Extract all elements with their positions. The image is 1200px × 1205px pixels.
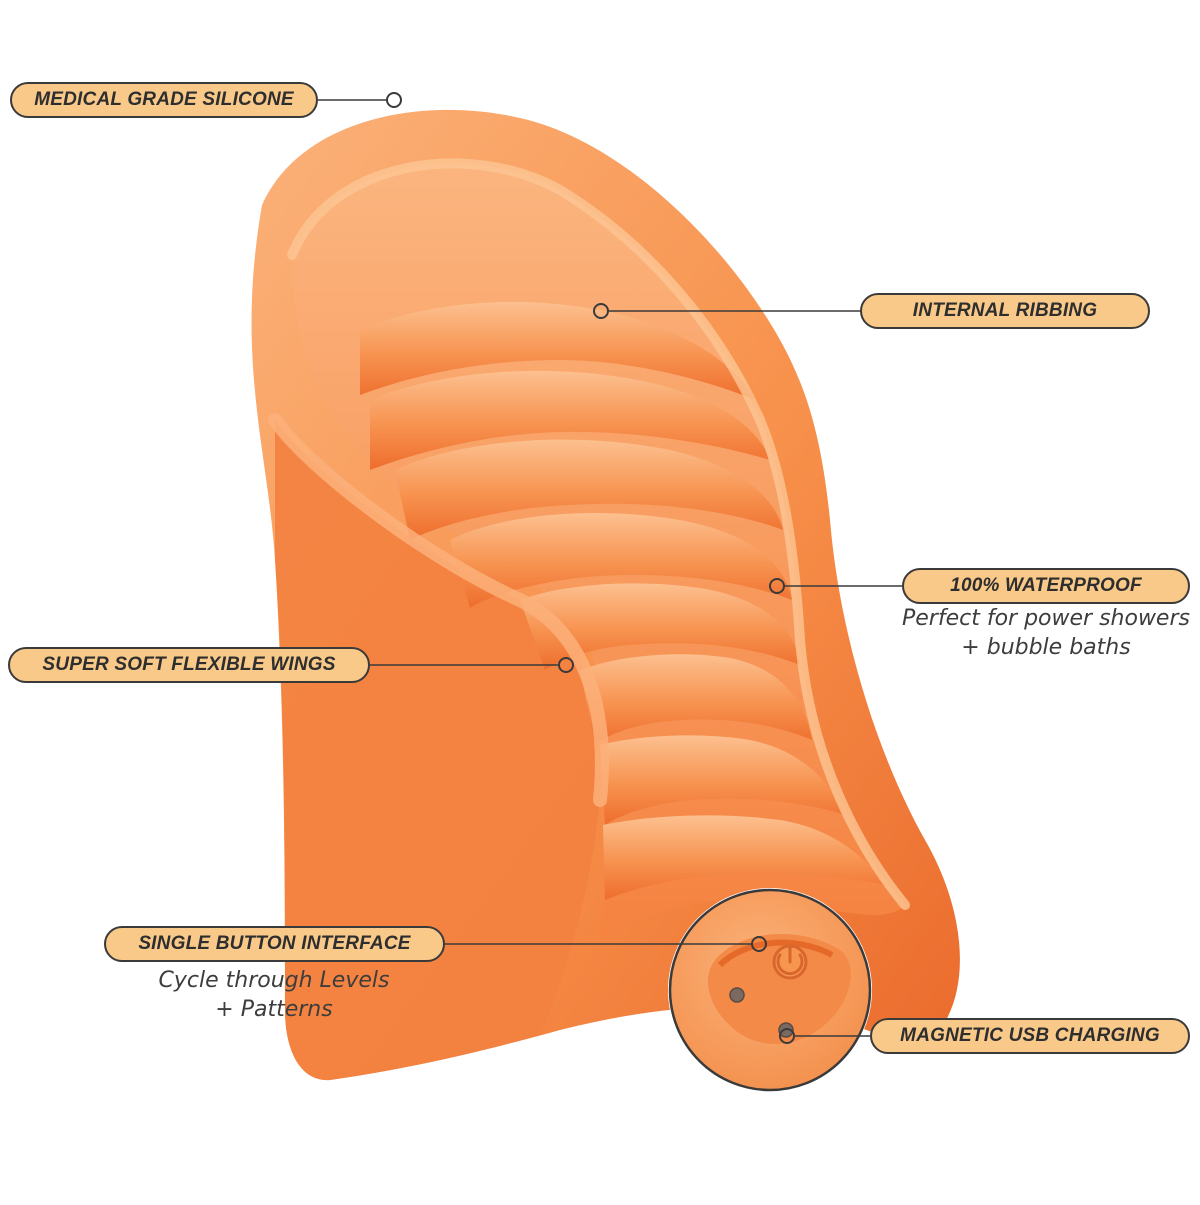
- callout-single-button-interface: SINGLE BUTTON INTERFACE: [104, 926, 445, 962]
- callout-super-soft-flexible-wings: SUPER SOFT FLEXIBLE WINGS: [8, 647, 370, 683]
- callout-dots: [386, 92, 795, 1044]
- callout-internal-ribbing: INTERNAL RIBBING: [860, 293, 1150, 329]
- waterproof-description-line1: Perfect for power showers: [902, 606, 1190, 631]
- power-button-icon: [772, 944, 808, 980]
- leader-lines: [318, 99, 902, 1037]
- callout-medical-grade-silicone: MEDICAL GRADE SILICONE: [10, 82, 318, 118]
- waterproof-description-line2: + bubble baths: [961, 635, 1131, 660]
- callout-waterproof: 100% WATERPROOF: [902, 568, 1190, 604]
- internal-ribs: [360, 301, 885, 900]
- left-wing: [275, 420, 602, 1081]
- single-button-description-line1: Cycle through Levels: [158, 968, 390, 993]
- button-zoom-detail: [668, 888, 872, 1092]
- single-button-description-line2: + Patterns: [215, 997, 333, 1022]
- callout-magnetic-usb-charging: MAGNETIC USB CHARGING: [870, 1018, 1190, 1054]
- rim-highlight: [287, 158, 910, 910]
